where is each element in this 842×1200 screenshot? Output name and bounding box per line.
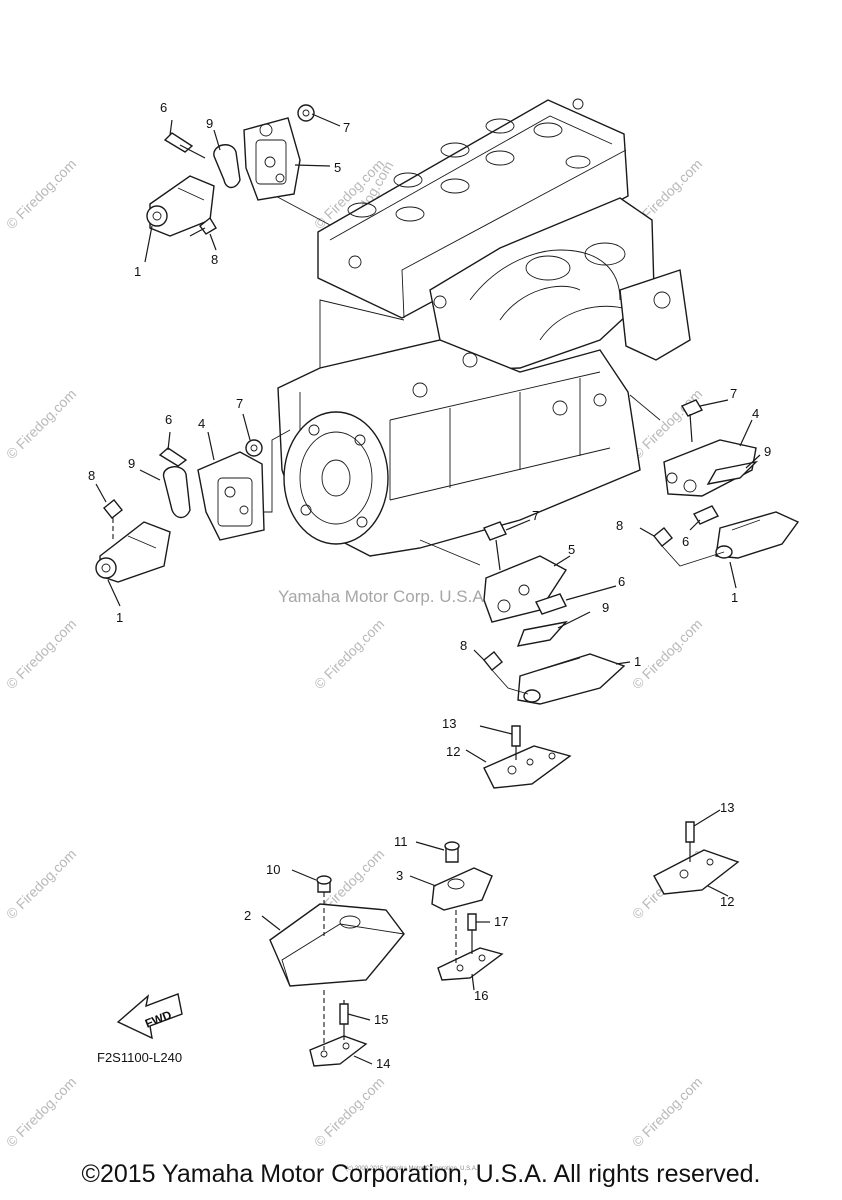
watermark: © Firedog.com: [3, 386, 79, 462]
callout-label: 9: [206, 116, 213, 131]
mount-group-right: [639, 399, 800, 589]
callout-label: 6: [618, 574, 625, 589]
callout-label: 8: [460, 638, 467, 653]
watermark: © Firedog.com: [3, 616, 79, 692]
callout-label: 17: [494, 914, 508, 929]
lower-parts: [261, 841, 504, 1067]
watermark: © Firedog.com: [311, 1074, 387, 1150]
callout-label: 7: [236, 396, 243, 411]
mount-group-lower-center: [473, 519, 631, 705]
callout-label: 6: [165, 412, 172, 427]
callout-label: 1: [116, 610, 123, 625]
callout-label: 9: [602, 600, 609, 615]
callout-label: 7: [343, 120, 350, 135]
callout-label: 8: [616, 518, 623, 533]
callout-label: 7: [532, 508, 539, 523]
callout-label: 4: [752, 406, 759, 421]
callout-label: 12: [720, 894, 734, 909]
callout-label: 9: [128, 456, 135, 471]
callout-label: 2: [244, 908, 251, 923]
copyright-notice: ©2015 Yamaha Motor Corporation, U.S.A. A…: [81, 1160, 761, 1188]
watermark: © Firedog.com: [3, 1074, 79, 1150]
callout-label: 13: [720, 800, 734, 815]
watermark: © Firedog.com: [311, 616, 387, 692]
stopper-plate-center: [465, 725, 572, 789]
callout-label: 1: [134, 264, 141, 279]
callout-label: 14: [376, 1056, 390, 1071]
callout-label: 9: [764, 444, 771, 459]
center-watermark: Yamaha Motor Corp. U.S.A.: [278, 587, 488, 606]
callout-label: 15: [374, 1012, 388, 1027]
watermark: © Firedog.com: [3, 846, 79, 922]
watermark: © Firedog.com: [629, 1074, 705, 1150]
callout-label: 12: [446, 744, 460, 759]
engine-block: [254, 98, 691, 566]
callout-label: 1: [731, 590, 738, 605]
stopper-plate-right: [653, 809, 740, 897]
callout-label: 7: [730, 386, 737, 401]
callout-label: 8: [88, 468, 95, 483]
diagram-reference-code: F2S1100-L240: [97, 1050, 182, 1065]
mount-group-middle-left: [95, 413, 265, 607]
fwd-arrow: FWD: [116, 993, 183, 1040]
callout-label: 10: [266, 862, 280, 877]
callout-label: 6: [682, 534, 689, 549]
callout-label: 11: [394, 834, 408, 849]
callout-labels: 6 9 7 5 1 8 6 4 7 8 9 1 7 4 9 8 6 1 7 5 …: [88, 100, 771, 1071]
callout-label: 6: [160, 100, 167, 115]
callout-label: 5: [568, 542, 575, 557]
callout-label: 1: [634, 654, 641, 669]
callout-label: 4: [198, 416, 205, 431]
watermark: © Firedog.com: [3, 156, 79, 232]
callout-label: 16: [474, 988, 488, 1003]
tiny-copyright: (c) 2000-2015 Yamaha Motor Corporation, …: [346, 1166, 478, 1172]
mount-group-upper-left: [144, 104, 341, 263]
callout-label: 8: [211, 252, 218, 267]
callout-label: 5: [334, 160, 341, 175]
callout-label: 13: [442, 716, 456, 731]
callout-label: 3: [396, 868, 403, 883]
